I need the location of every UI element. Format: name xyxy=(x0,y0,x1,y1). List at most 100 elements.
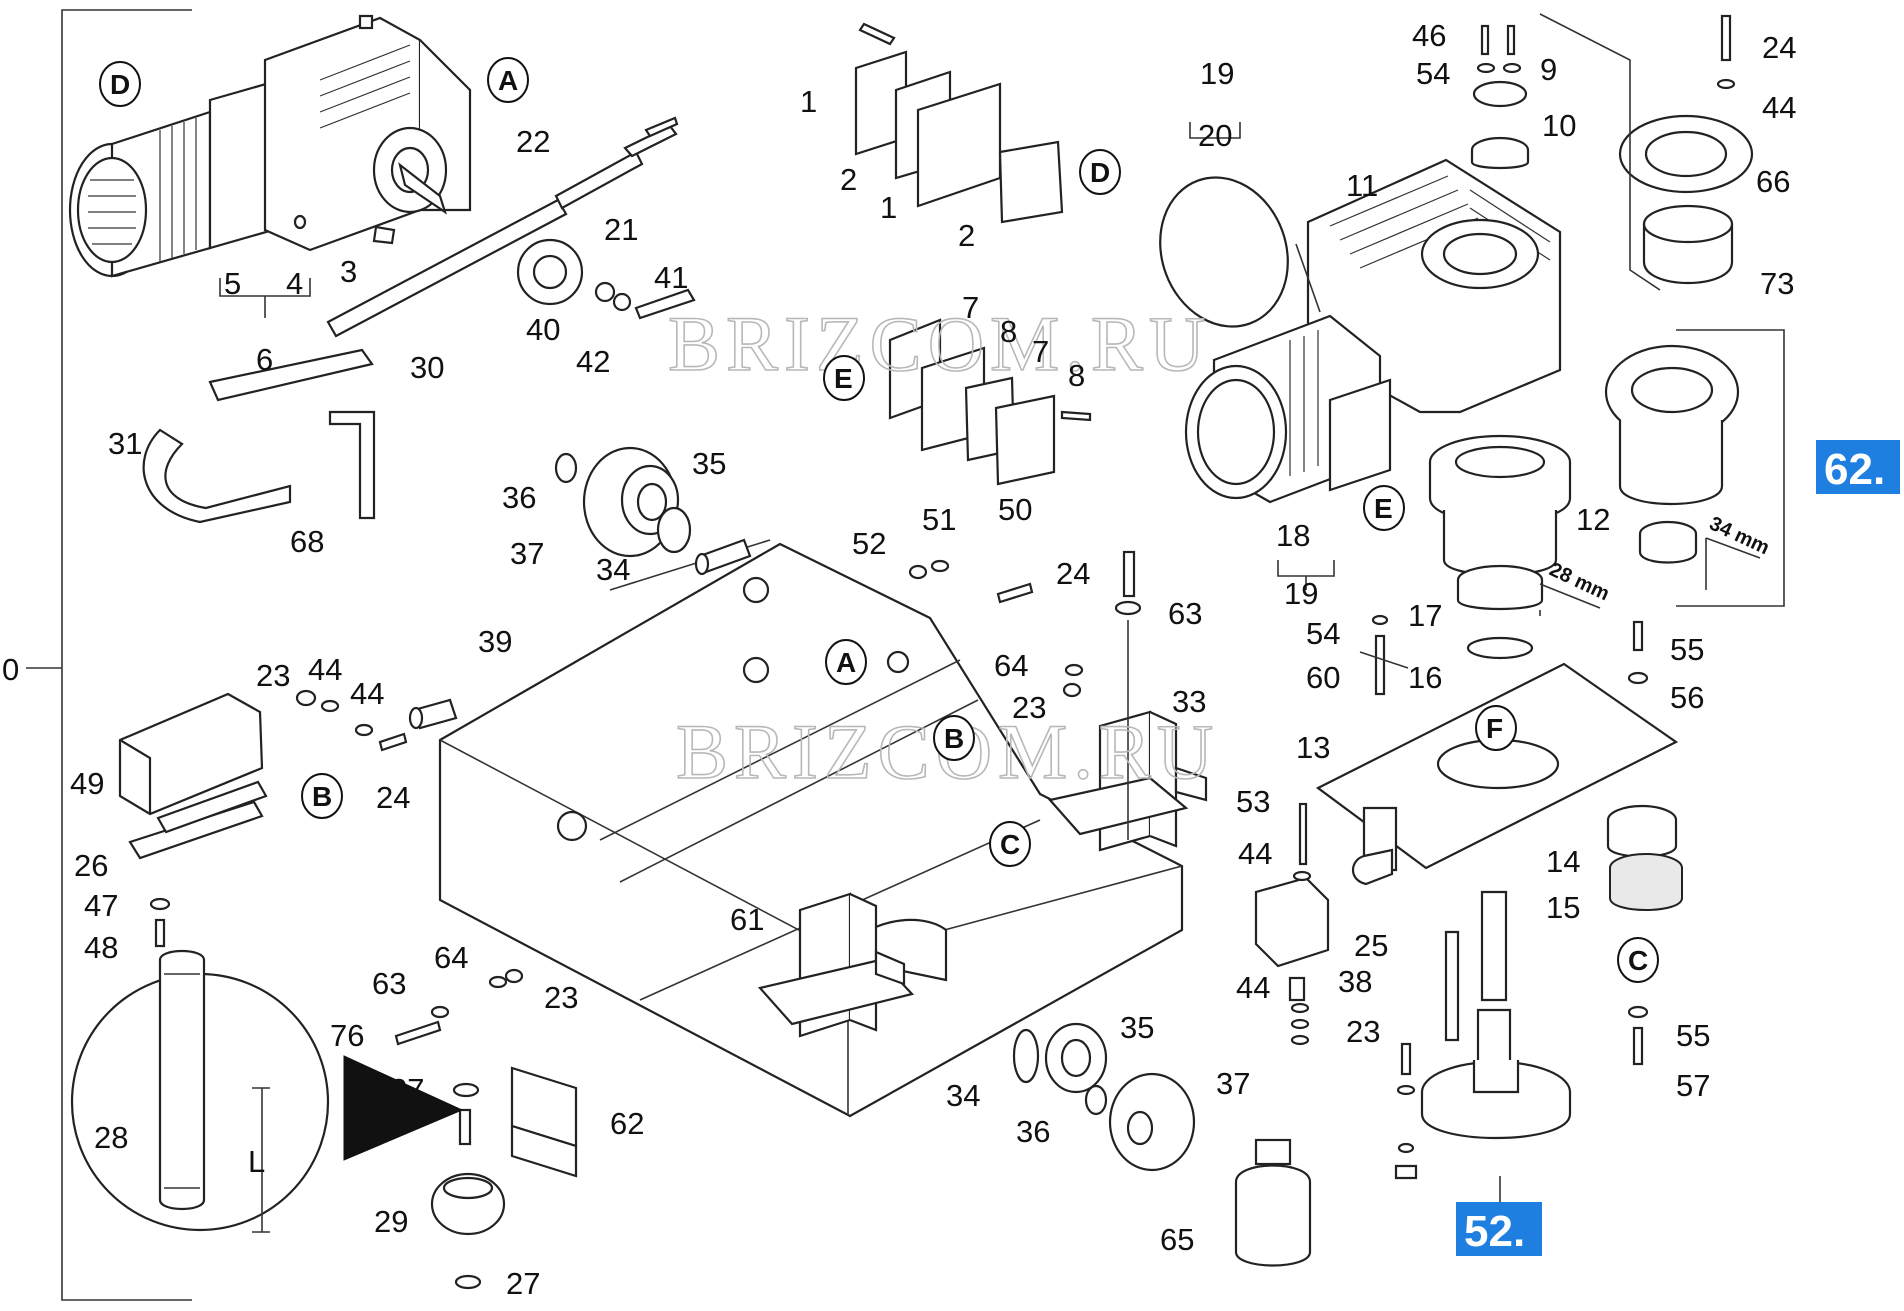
dimension-L: L xyxy=(248,1144,265,1179)
letter-f: F xyxy=(1486,713,1503,744)
main-assembly-bracket xyxy=(26,9,192,1301)
assembly-badge-52[interactable]: 52. xyxy=(1456,1202,1542,1256)
callout-4: 4 xyxy=(286,266,303,301)
callout-46: 46 xyxy=(1412,18,1446,53)
letter-b2: B xyxy=(944,723,964,754)
callout-37a: 37 xyxy=(510,536,544,571)
callout-24b: 24 xyxy=(1056,556,1090,591)
cable-chain xyxy=(142,348,376,524)
callout-60: 60 xyxy=(1306,660,1340,695)
dimension-28mm: 28 mm xyxy=(1546,559,1613,606)
callout-48: 48 xyxy=(84,930,118,965)
callout-1a: 1 xyxy=(800,84,817,119)
callout-34b: 34 xyxy=(946,1078,980,1113)
callout-42: 42 xyxy=(576,344,610,379)
callout-36b: 36 xyxy=(1016,1114,1050,1149)
callout-19a: 19 xyxy=(1200,56,1234,91)
leader-lines xyxy=(219,13,1661,1220)
letter-marker-c1: C xyxy=(989,821,1031,867)
dimension-lines xyxy=(1539,537,1761,616)
callout-14: 14 xyxy=(1546,844,1580,879)
letter-e1: E xyxy=(834,363,853,394)
callout-28: 28 xyxy=(94,1120,128,1155)
pin-detail-circle xyxy=(70,950,464,1233)
bolt-stack-52 xyxy=(1394,1042,1418,1180)
callout-18: 18 xyxy=(1276,518,1310,553)
callout-44c: 44 xyxy=(350,676,384,711)
bolt-stack-center xyxy=(908,550,1142,698)
callout-65: 65 xyxy=(1160,1222,1194,1257)
callout-57: 57 xyxy=(1676,1068,1710,1103)
callout-22: 22 xyxy=(516,124,550,159)
letter-c2: C xyxy=(1628,945,1648,976)
bolt-stack-left xyxy=(149,689,408,948)
callout-41: 41 xyxy=(654,260,688,295)
callout-54a: 54 xyxy=(1416,56,1450,91)
callout-39: 39 xyxy=(478,624,512,659)
letter-marker-d2: D xyxy=(1079,149,1121,195)
callout-8a: 8 xyxy=(1000,314,1017,349)
callout-44b: 44 xyxy=(308,652,342,687)
gear-motor-right xyxy=(1184,158,1562,504)
callout-61: 61 xyxy=(730,902,764,937)
callout-23c: 23 xyxy=(544,980,578,1015)
callout-7a: 7 xyxy=(962,290,979,325)
watermark-top: BRIZCOM.RU xyxy=(668,300,1211,387)
callout-5: 5 xyxy=(224,266,241,301)
shaft-cap-stack xyxy=(1470,24,1530,170)
callout-2a: 2 xyxy=(840,162,857,197)
callout-56: 56 xyxy=(1670,680,1704,715)
callout-3: 3 xyxy=(340,254,357,289)
callout-52: 52 xyxy=(852,526,886,561)
letter-marker-b2: B xyxy=(933,715,975,761)
oil-bottle xyxy=(1234,1138,1312,1267)
bracket-62 xyxy=(430,1066,578,1290)
callout-30: 30 xyxy=(410,350,444,385)
callout-13: 13 xyxy=(1296,730,1330,765)
letter-marker-b1: B xyxy=(301,773,343,819)
callout-16: 16 xyxy=(1408,660,1442,695)
callout-76: 76 xyxy=(330,1018,364,1053)
letter-marker-a2: A xyxy=(825,639,867,685)
callout-49: 49 xyxy=(70,766,104,801)
callout-53: 53 xyxy=(1236,784,1270,819)
callout-24c: 24 xyxy=(376,780,410,815)
callout-23b: 23 xyxy=(1012,690,1046,725)
callout-29: 29 xyxy=(374,1204,408,1239)
callout-44a: 44 xyxy=(1762,90,1796,125)
callout-27a: 27 xyxy=(390,1072,424,1107)
cover-plates-d xyxy=(854,22,1064,224)
callout-numbers: 0 1 1 2 2 3 4 5 6 7 7 8 8 9 10 11 12 13 … xyxy=(2,18,1796,1301)
letter-marker-d1: D xyxy=(99,61,141,107)
callout-19b: 19 xyxy=(1284,576,1318,611)
callout-35a: 35 xyxy=(692,446,726,481)
callout-10: 10 xyxy=(1542,108,1576,143)
callout-64b: 64 xyxy=(434,940,468,975)
letter-marker-a1: A xyxy=(487,57,529,103)
letter-c1: C xyxy=(1000,829,1020,860)
bearing-17 xyxy=(1456,564,1544,660)
callout-15: 15 xyxy=(1546,890,1580,925)
callout-63b: 63 xyxy=(372,966,406,1001)
bracket-49 xyxy=(118,692,268,860)
callout-44d: 44 xyxy=(1238,836,1272,871)
callout-8b: 8 xyxy=(1068,358,1085,393)
axle-stubs xyxy=(408,538,752,730)
assembly-badge-52-label: 52. xyxy=(1464,1207,1525,1256)
sprocket xyxy=(516,238,696,320)
cover-plates-e xyxy=(888,318,1092,486)
callout-24a: 24 xyxy=(1762,30,1796,65)
letter-a2: A xyxy=(836,647,856,678)
callout-44e: 44 xyxy=(1236,970,1270,1005)
bearing-housing-62 xyxy=(1604,329,1785,607)
callout-23a: 23 xyxy=(256,658,290,693)
letter-d1: D xyxy=(110,69,130,100)
flange-housing xyxy=(1428,434,1572,577)
letter-a1: A xyxy=(498,65,518,96)
callout-17: 17 xyxy=(1408,598,1442,633)
assembly-badge-62[interactable]: 62. xyxy=(1816,440,1900,494)
bolt-stack-right xyxy=(1627,620,1649,1066)
